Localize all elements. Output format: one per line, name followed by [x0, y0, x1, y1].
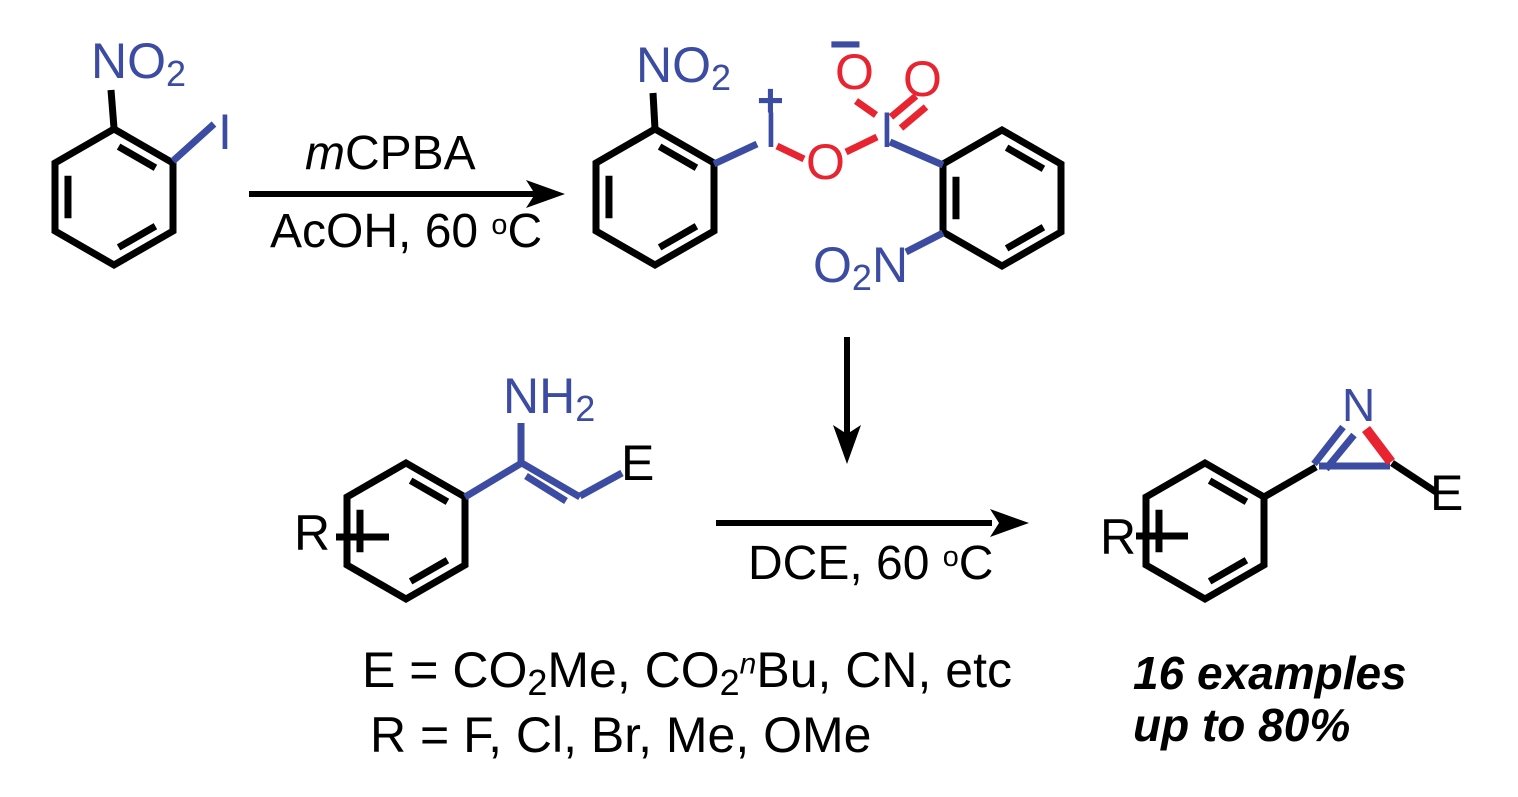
bond-c2-e-enamine	[578, 469, 624, 500]
bond-azirine-n-c2	[1362, 425, 1395, 466]
iodine-label-reactant: I	[218, 104, 232, 160]
benzene-ring-dimer-right-inner-double-bond	[1004, 144, 1046, 172]
benzene-ring-enamine-inner-double-bond	[408, 557, 450, 585]
reaction-arrows	[249, 180, 1029, 537]
azirine-nitrogen-label: N	[1342, 379, 1376, 431]
bond-oxide-iodine-right	[853, 98, 879, 118]
bond-iodine-right-aryl	[888, 138, 945, 169]
nitro-text: NO	[91, 33, 166, 89]
bond-c1-c2-double-inner	[524, 473, 568, 504]
mcpba-rest: CPBA	[344, 127, 476, 180]
bond-nitro-stem-reactant	[107, 89, 118, 129]
bond-iodine-oxo-double-a	[888, 93, 919, 120]
benzene-ring-enamine	[343, 458, 469, 604]
e-label-product: E	[1430, 465, 1464, 521]
nitro-label-dimer-right: O2N	[813, 237, 909, 298]
legend-e-line: E = CO2Me, CO2nBu, CN, etc	[362, 642, 1012, 703]
iodine-left-label: I	[764, 102, 778, 158]
double-bond-oxygen-label: O	[903, 51, 942, 107]
bond-bridge-o-iodine-right	[844, 133, 879, 156]
bond-iodine-left-bridge-o	[775, 142, 806, 163]
nitro-label-dimer-left: NO2	[636, 37, 732, 98]
amine-label: NH2	[503, 368, 596, 429]
bond-aryl-iodine-reactant	[170, 121, 217, 164]
benzene-ring-aryl-iodide	[51, 124, 177, 270]
nitro-sub: 2	[166, 52, 187, 94]
benzene-ring-dimer-right	[939, 125, 1065, 271]
benzene-ring-dimer-left-inner-double-bond	[657, 143, 699, 171]
bond-c3-n-double-outer	[1311, 424, 1346, 467]
e-label-enamine: E	[621, 435, 655, 491]
benzene-ring-azirine-product-inner-double-bond	[1207, 477, 1249, 505]
degree-sup: o	[942, 541, 959, 574]
minus-charge: −	[829, 12, 862, 75]
black-bonds	[107, 89, 1438, 541]
bond-iodine-oxo-double-b	[898, 104, 929, 131]
step1-conditions: AcOH, 60 oC	[270, 205, 543, 258]
bond-azirine-e	[1390, 460, 1438, 495]
benzene-rings	[51, 124, 1268, 604]
legend-r-line: R = F, Cl, Br, Me, OMe	[370, 707, 872, 763]
bond-aryl-azirine	[1262, 463, 1318, 501]
results-examples: 16 examples	[1133, 647, 1407, 699]
benzene-ring-dimer-right-inner-double-bond	[1004, 224, 1046, 252]
bond-aryl-iodine-left	[712, 140, 759, 168]
r-label-enamine: R	[294, 505, 331, 561]
arrow-down-head	[833, 425, 861, 464]
benzene-ring-azirine-product	[1142, 458, 1268, 604]
bridge-oxygen-label: O	[806, 134, 845, 190]
r-label-product: R	[1100, 509, 1137, 565]
benzene-ring-dimer-left	[592, 124, 718, 270]
red-bonds	[775, 93, 1395, 466]
bond-aryl-c1-enamine	[463, 460, 522, 501]
iodine-right-label: I	[880, 102, 894, 158]
step1-reagent: mCPBA	[305, 130, 476, 178]
results-yield: up to 80%	[1133, 699, 1351, 751]
benzene-ring-dimer-left-inner-double-bond	[657, 223, 699, 251]
arrow-step1-head	[526, 180, 565, 208]
n-butyl-sup: n	[739, 647, 757, 681]
bond-nitro-stem-dimer-left	[649, 92, 659, 130]
benzene-ring-enamine-inner-double-bond	[408, 477, 450, 505]
benzene-ring-aryl-iodide-inner-double-bond	[116, 143, 158, 171]
blue-bonds	[170, 121, 1390, 504]
oxide-oxygen-label: O	[835, 44, 874, 100]
bond-c1-c2-double-main	[518, 458, 582, 501]
bond-nitro-stem-dimer-right	[904, 229, 945, 256]
benzene-ring-aryl-iodide-inner-double-bond	[116, 223, 158, 251]
benzene-ring-azirine-product-inner-double-bond	[1207, 557, 1249, 585]
arrow-step2-head	[990, 509, 1029, 537]
plus-charge: +	[757, 74, 784, 126]
degree-sup: o	[491, 209, 508, 242]
step2-conditions: DCE, 60 oC	[748, 537, 994, 590]
mcpba-m: m	[305, 127, 345, 180]
nitro-label-reactant: NO2	[91, 36, 186, 92]
